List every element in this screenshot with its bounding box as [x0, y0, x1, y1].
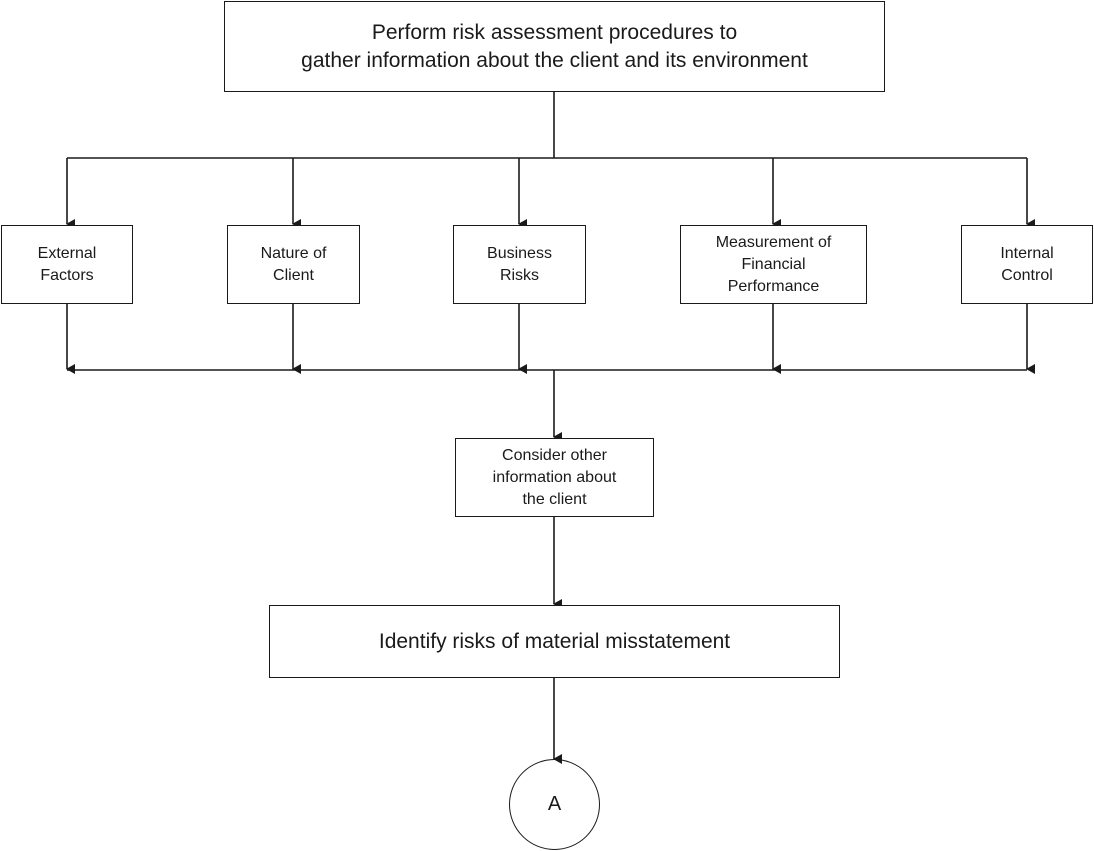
internal-control-box: Internal Control: [961, 225, 1093, 304]
box-text-line: Performance: [727, 277, 820, 295]
measurement-of-financial-performance-box: Measurement of Financial Performance: [680, 225, 867, 304]
risk-assessment-procedures-box: Perform risk assessment procedures to ga…: [224, 1, 885, 92]
connector-a-label: A: [547, 793, 562, 815]
box-text-line: Internal: [1000, 244, 1054, 262]
business-risks-box: Business Risks: [453, 225, 586, 304]
box-text-line: Business: [487, 244, 552, 262]
box-text-line: gather information about the client and …: [301, 48, 808, 72]
box-text-line: information about: [492, 468, 617, 486]
box-text-line: Consider other: [502, 446, 607, 464]
connector-a-circle: A: [509, 759, 600, 850]
box-text-line: Perform risk assessment procedures to: [371, 20, 738, 44]
box-text-line: Control: [1001, 266, 1053, 284]
consider-other-information-box: Consider other information about the cli…: [455, 438, 654, 517]
box-text-line: Factors: [40, 266, 94, 284]
identify-risks-box: Identify risks of material misstatement: [269, 605, 840, 678]
box-text-line: Client: [273, 266, 314, 284]
box-text-line: Identify risks of material misstatement: [378, 629, 731, 653]
external-factors-box: External Factors: [1, 225, 133, 304]
box-text-line: External: [37, 244, 97, 262]
nature-of-client-box: Nature of Client: [227, 225, 360, 304]
box-text-line: the client: [522, 490, 587, 508]
box-text-line: Nature of: [260, 244, 327, 262]
box-text-line: Measurement of: [715, 233, 832, 251]
box-text-line: Risks: [499, 266, 540, 284]
box-text-line: Financial: [741, 255, 806, 273]
